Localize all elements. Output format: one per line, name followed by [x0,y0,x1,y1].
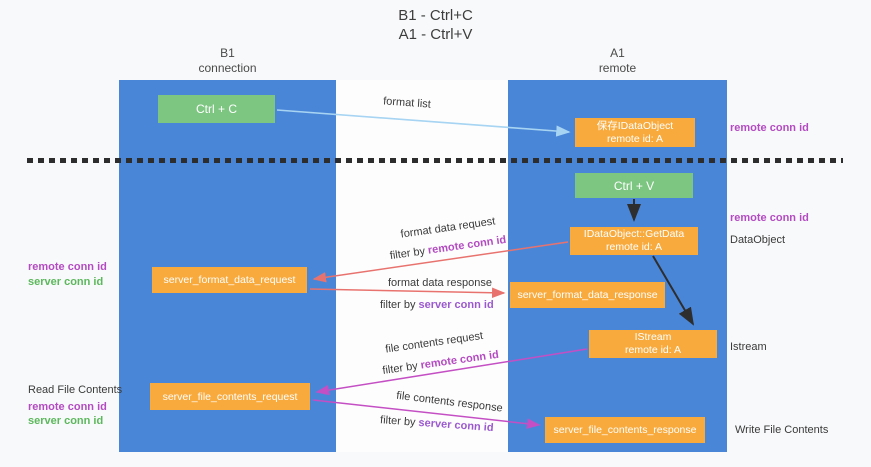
right-column-role: remote [598,61,637,75]
node-server-format-data-response: server_format_data_response [510,282,665,308]
istream-line2: remote id: A [624,344,682,356]
annotation-left-remote-conn-id-2: remote conn id [28,401,107,413]
node-ctrl-c: Ctrl + C [158,95,275,123]
left-column-header: B1 connection [119,46,336,76]
server-file-contents-request-label: server_file_contents_request [162,390,298,403]
node-server-file-contents-request: server_file_contents_request [150,383,310,410]
node-istream: IStream remote id: A [589,330,717,358]
server-format-data-request-label: server_format_data_request [163,274,296,286]
annotation-left-server-conn-id-1: server conn id [28,276,104,288]
right-column-header: A1 remote [508,46,727,76]
saved-idataobject-line1: 保存IDataObject [596,119,674,132]
saved-idataobject-line2: remote id: A [606,132,664,145]
node-ctrl-v: Ctrl + V [575,173,693,198]
annotation-dataobject: DataObject [730,234,786,246]
node-server-format-data-request: server_format_data_request [152,267,307,293]
filter-by-text-2: filter by [380,299,416,311]
annotation-remote-conn-id-mid: remote conn id [730,212,809,224]
node-saved-idataobject: 保存IDataObject remote id: A [575,118,695,147]
title-line-2: A1 - Ctrl+V [398,26,473,43]
getdata-line2: remote id: A [605,241,663,253]
label-format-data-response: format data response [388,277,492,289]
annotation-write-file-contents: Write File Contents [735,424,829,436]
right-column-name: A1 [610,46,625,60]
server-format-data-response-label: server_format_data_response [517,289,658,301]
copy-paste-phase-separator [27,158,843,163]
annotation-remote-conn-id-top: remote conn id [730,122,809,134]
node-idataobject-getdata: IDataObject::GetData remote id: A [570,227,698,255]
annotation-left-server-conn-id-2: server conn id [28,415,104,427]
istream-line1: IStream [634,331,672,343]
node-server-file-contents-response: server_file_contents_response [545,417,705,443]
annotation-read-file-contents: Read File Contents [28,384,123,396]
server-conn-id-term-1: server conn id [418,299,494,311]
title-line-1: B1 - Ctrl+C [398,7,473,24]
left-column-name: B1 [220,46,235,60]
ctrl-c-label: Ctrl + C [195,102,237,116]
ctrl-v-label: Ctrl + V [613,178,655,193]
getdata-line1: IDataObject::GetData [583,228,685,240]
annotation-istream: Istream [730,341,767,353]
server-file-contents-response-label: server_file_contents_response [553,424,697,436]
diagram-title: B1 - Ctrl+C A1 - Ctrl+V [0,6,871,44]
annotation-left-remote-conn-id-1: remote conn id [28,261,107,273]
filter-by-text-4: filter by [379,414,416,429]
left-column-role: connection [198,61,257,75]
